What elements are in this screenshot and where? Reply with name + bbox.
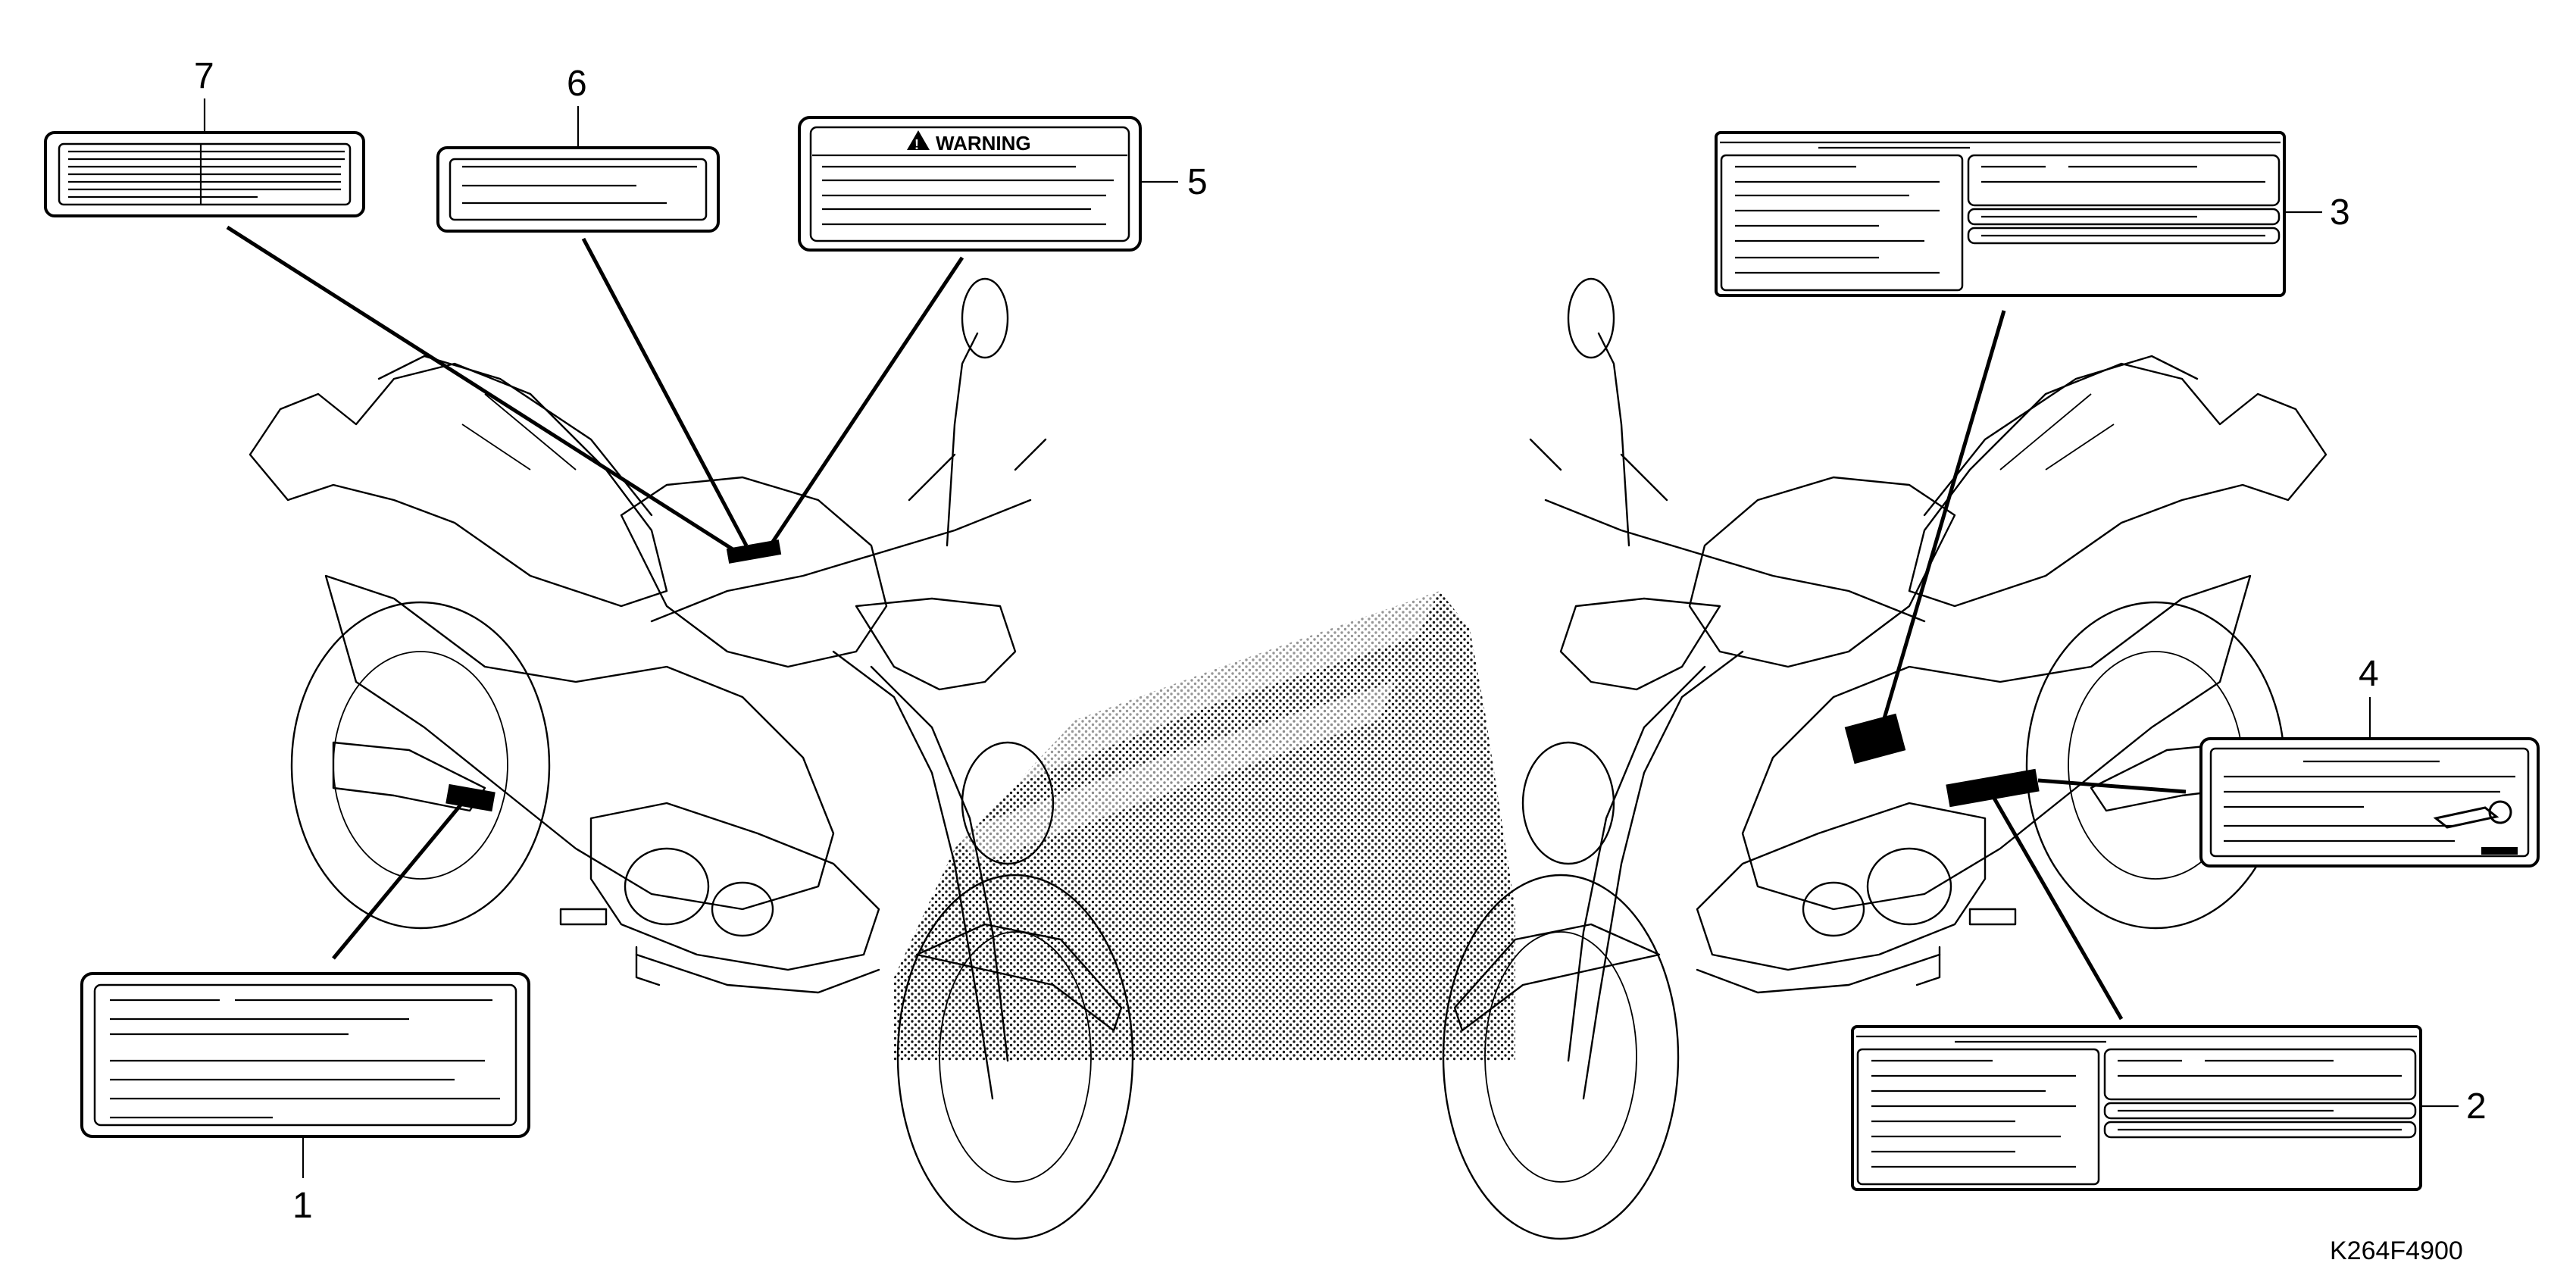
callout-number-1: 1 [292, 1186, 313, 1226]
callout-number-3: 3 [2330, 192, 2350, 233]
svg-text:!: ! [914, 137, 919, 152]
callout-number-5: 5 [1187, 162, 1208, 202]
leader-lines [226, 225, 2187, 1021]
callout-number-6: 6 [567, 64, 587, 104]
decal-marker-2 [1946, 768, 2040, 808]
label-1 [80, 972, 530, 1138]
label-4 [2199, 737, 2540, 868]
label-3 [1715, 131, 2286, 297]
label-7 [44, 131, 365, 217]
decal-marker-3 [1844, 713, 1906, 764]
warning-triangle-icon [907, 130, 930, 150]
part-code: K264F4900 [2330, 1236, 2463, 1265]
chain-adjuster-icon [2433, 806, 2499, 829]
callout-number-2: 2 [2466, 1086, 2487, 1127]
label-2 [1851, 1025, 2422, 1191]
warning-heading: WARNING [936, 132, 1031, 155]
label-6 [436, 146, 720, 233]
label-5-warning: ! WARNING [798, 116, 1142, 252]
callout-number-7: 7 [194, 56, 214, 96]
callout-number-4: 4 [2359, 654, 2379, 694]
motorcycle-left-drawing [249, 277, 1134, 1240]
stipple-projection [894, 576, 1515, 1061]
motorcycle-right-drawing [1442, 277, 2327, 1240]
